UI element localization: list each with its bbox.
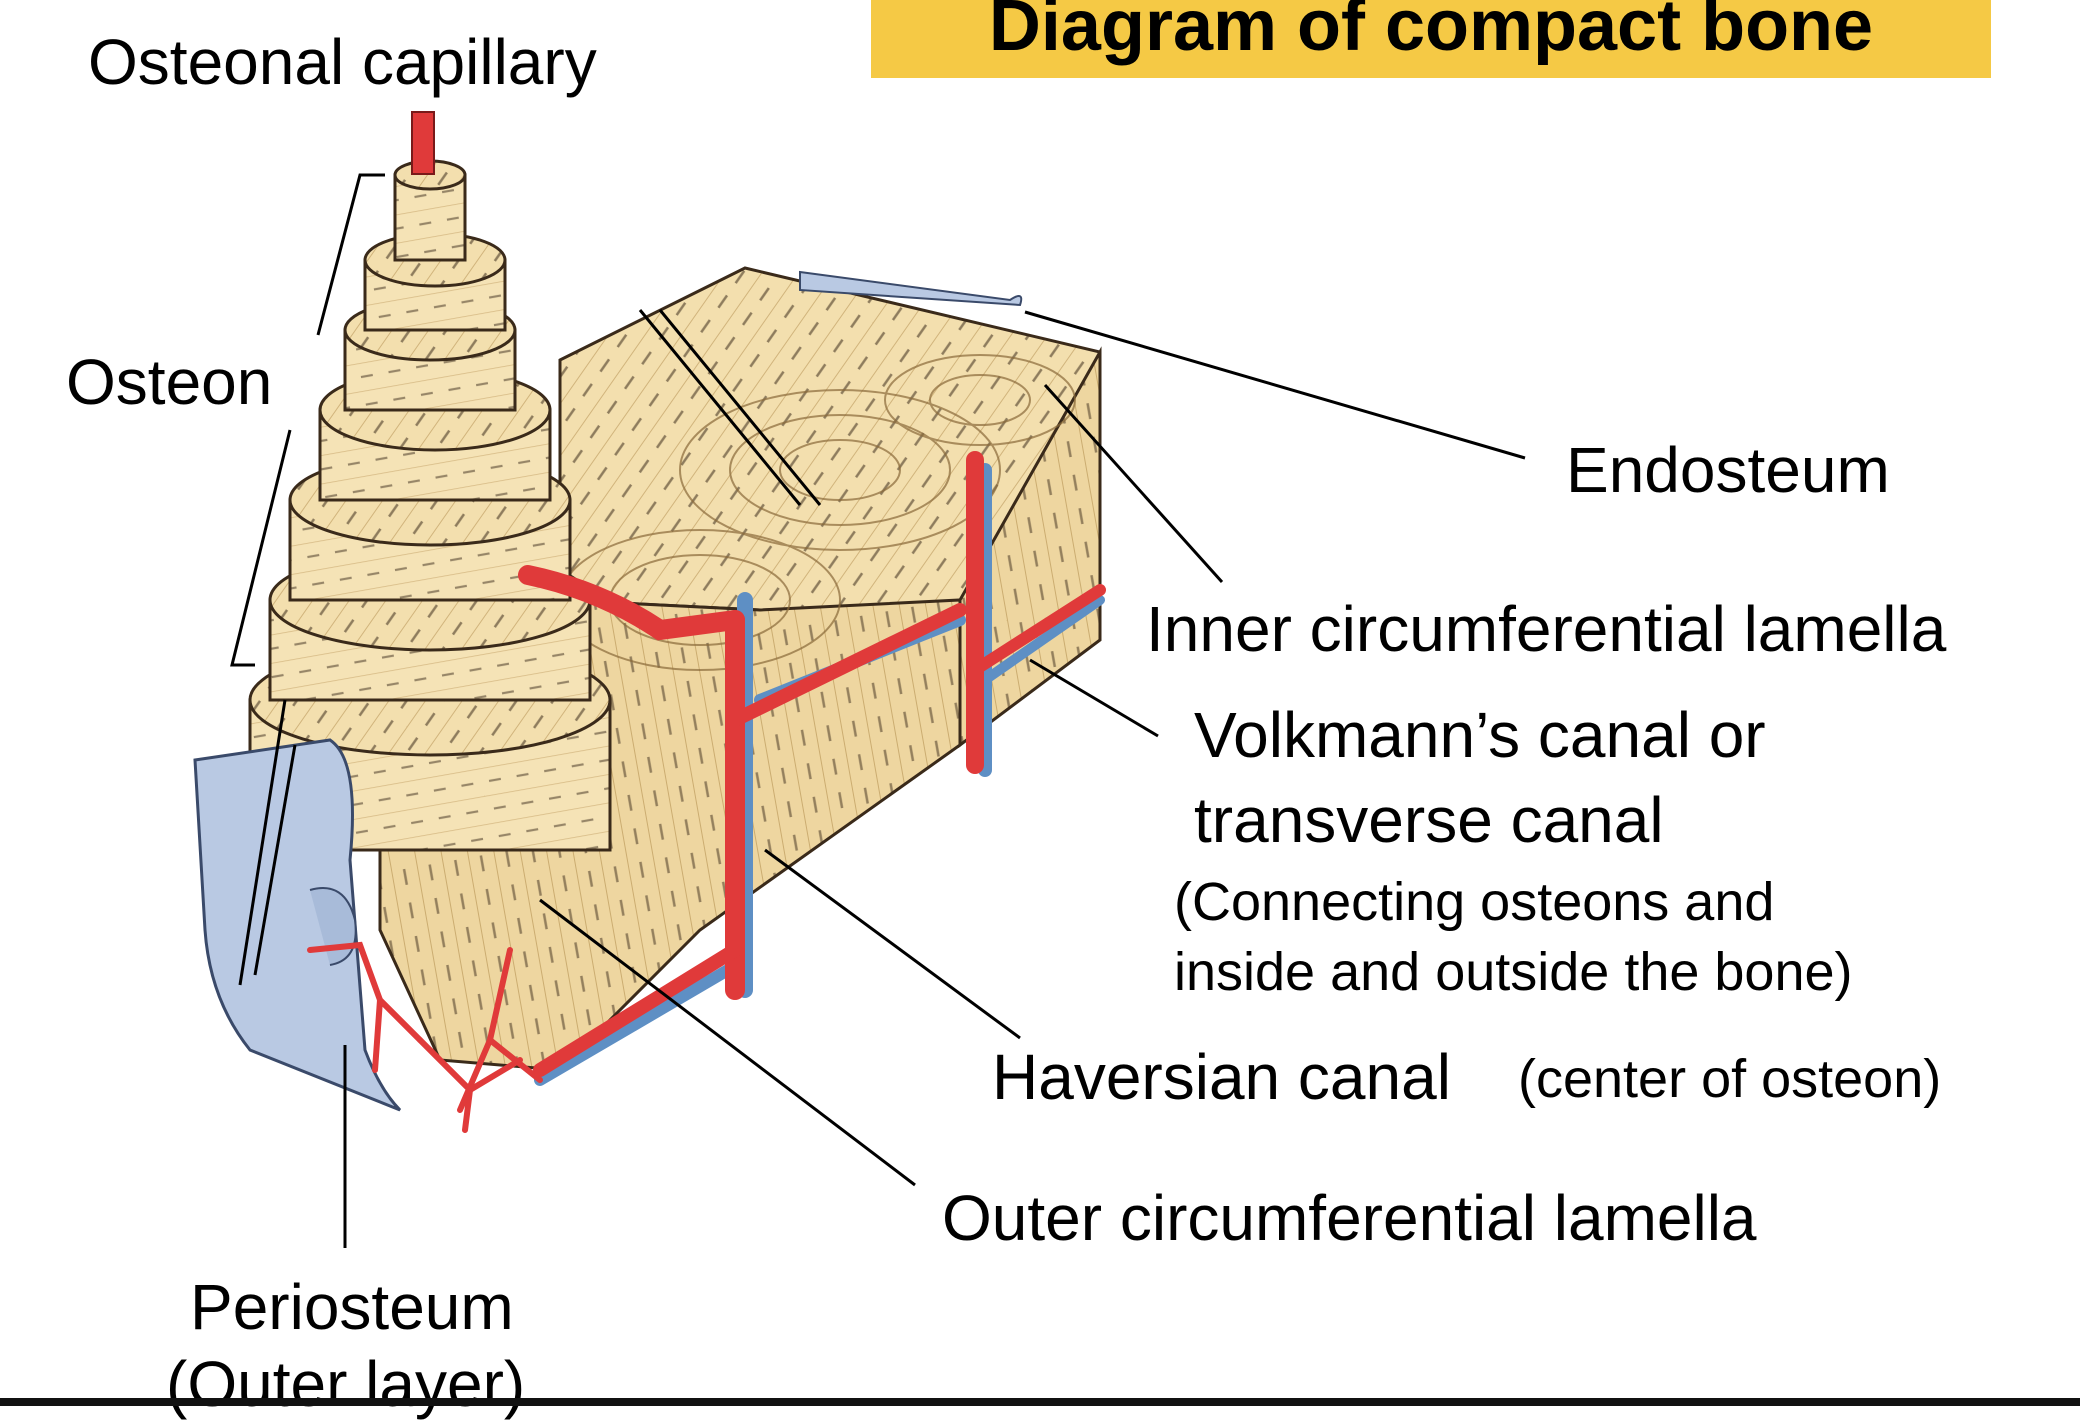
label-volkmann-line-2: transverse canal (1194, 784, 1664, 856)
periosteum-sheet (193, 738, 402, 1112)
title-box (871, 0, 1991, 78)
label-volkmann-note-2: inside and outside the bone) (1174, 942, 1853, 1002)
label-endosteum: Endosteum (1566, 434, 1890, 506)
top-lamellae-rings (559, 354, 1076, 671)
label-periosteum: Periosteum (190, 1271, 514, 1343)
label-inner-circumferential-lamella: Inner circumferential lamella (1146, 593, 1947, 665)
bottom-rule (0, 1398, 2080, 1406)
label-outer-circumferential-lamella: Outer circumferential lamella (942, 1182, 1757, 1254)
label-osteonal-capillary: Osteonal capillary (88, 26, 597, 98)
label-volkmann-line-1: Volkmann’s canal or (1194, 699, 1766, 771)
blood-vessels (307, 451, 1106, 1133)
osteonal-capillary-vessel (411, 111, 435, 175)
diagram-title: Diagram of compact bone (988, 0, 1874, 66)
leader-lines (230, 173, 1526, 1248)
label-haversian-canal: Haversian canal (992, 1041, 1451, 1113)
endosteum-strip (799, 270, 1023, 307)
label-haversian-note: (center of osteon) (1518, 1049, 1942, 1109)
label-osteon: Osteon (66, 346, 273, 418)
label-volkmann-note-1: (Connecting osteons and (1174, 872, 1775, 932)
label-periosteum-note: (Outer layer) (166, 1348, 526, 1420)
